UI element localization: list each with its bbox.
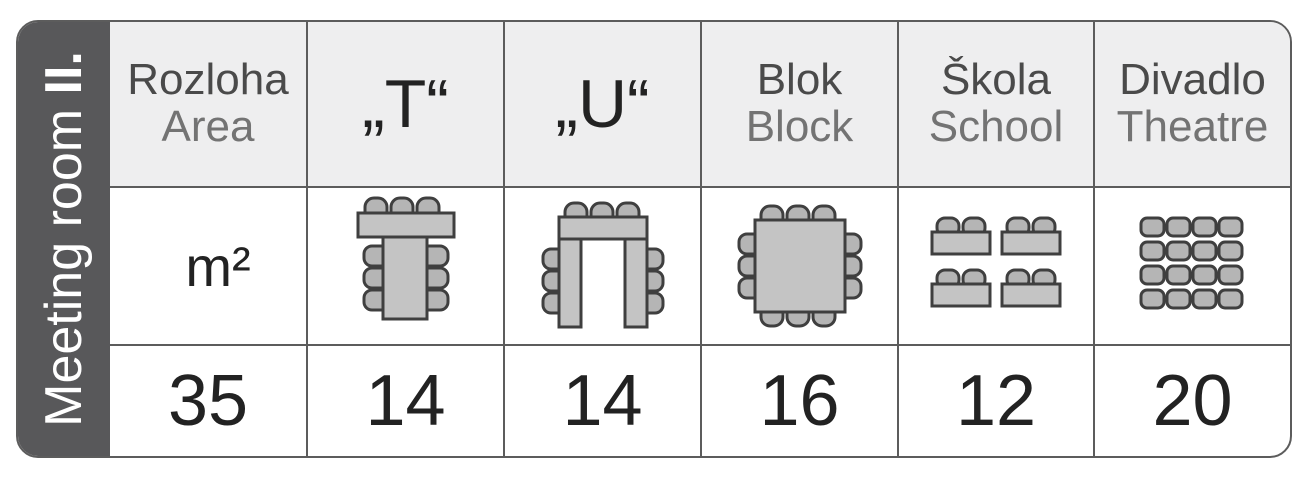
- room-title: Meeting room II.: [35, 51, 93, 427]
- header-t-label: „T“: [362, 66, 449, 142]
- area-value-cell: 35: [110, 346, 306, 456]
- header-school-cz: Škola: [940, 55, 1052, 105]
- header-block-cz: Blok: [756, 55, 843, 105]
- header-block-layout: Blok Block: [700, 22, 897, 188]
- header-area: Rozloha Area: [110, 22, 306, 188]
- meeting-room-capacity-table: Meeting room II. Rozloha Area „T“ „U“ Bl…: [16, 20, 1292, 458]
- header-area-cz: Rozloha: [127, 55, 289, 105]
- header-u-label: „U“: [555, 66, 650, 142]
- side-title-bar: Meeting room II.: [18, 22, 110, 456]
- theatre-capacity-cell: 20: [1093, 346, 1290, 456]
- u-capacity: 14: [562, 361, 643, 441]
- header-u-layout: „U“: [503, 22, 700, 188]
- u-capacity-cell: 14: [503, 346, 700, 456]
- header-theatre-en: Theatre: [1116, 102, 1269, 151]
- header-school-en: School: [928, 102, 1064, 151]
- theatre-capacity: 20: [1152, 361, 1233, 441]
- t-capacity: 14: [365, 361, 446, 441]
- t-layout-icon-cell: [306, 188, 503, 346]
- header-t-layout: „T“: [306, 22, 503, 188]
- capacity-grid: Rozloha Area „T“ „U“ Blok Block Škola Sc…: [110, 22, 1290, 456]
- school-capacity: 12: [955, 361, 1037, 441]
- block-table-icon: [737, 204, 862, 328]
- header-theatre-cz: Divadlo: [1119, 55, 1266, 105]
- block-layout-icon-cell: [700, 188, 897, 346]
- area-value: 35: [167, 361, 249, 441]
- header-block-en: Block: [745, 102, 854, 151]
- area-unit: m²: [185, 234, 251, 298]
- header-area-en: Area: [161, 102, 255, 151]
- school-capacity-cell: 12: [897, 346, 1093, 456]
- school-layout-icon: [930, 216, 1062, 308]
- t-shape-table-icon: [356, 196, 455, 321]
- block-capacity-cell: 16: [700, 346, 897, 456]
- theatre-layout-icon: [1139, 216, 1243, 310]
- school-layout-icon-cell: [897, 188, 1093, 346]
- u-shape-table-icon: [541, 201, 664, 329]
- header-school-layout: Škola School: [897, 22, 1093, 188]
- theatre-layout-icon-cell: [1093, 188, 1290, 346]
- block-capacity: 16: [759, 361, 840, 441]
- area-unit-cell: m²: [110, 188, 306, 346]
- header-theatre-layout: Divadlo Theatre: [1093, 22, 1290, 188]
- t-capacity-cell: 14: [306, 346, 503, 456]
- u-layout-icon-cell: [503, 188, 700, 346]
